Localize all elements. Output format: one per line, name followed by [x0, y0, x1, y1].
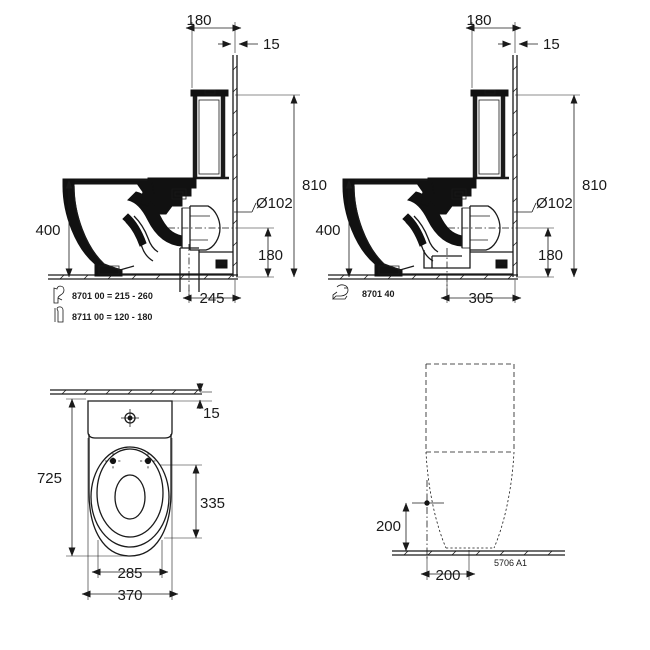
dim-label-outlet-diameter: Ø102 — [256, 195, 293, 212]
dim-diameter-102-right-view: Ø102 — [514, 195, 573, 213]
dim-label-seat-height: 400 — [35, 222, 60, 239]
dim-285-plan-view: 285 — [91, 540, 169, 582]
dim-label-seat-height-right: 400 — [315, 222, 340, 239]
dim-810-left-view: 810 — [235, 94, 327, 278]
wall-strip-plan-view — [50, 389, 202, 395]
dim-370-plan-view: 370 — [81, 438, 179, 604]
dim-label-supply-height: 200 — [376, 518, 401, 535]
dim-810-right-view: 810 — [515, 94, 607, 278]
wc-pan-left-view — [62, 177, 236, 296]
note-floor-connector-text: 8701 40 — [362, 289, 395, 299]
dim-15-plan-view: 15 — [172, 383, 220, 422]
dim-label-outlet-diameter-right: Ø102 — [536, 195, 573, 212]
dim-180-top-left-view: 180 — [185, 12, 242, 88]
p-trap-connector-icon — [53, 285, 65, 304]
dim-label-seat-length: 335 — [200, 495, 225, 512]
wall-line-left-view — [232, 55, 238, 277]
straight-connector-icon — [54, 306, 64, 323]
wall-line-right-view — [512, 55, 518, 277]
dim-400-left-view: 400 — [35, 179, 73, 278]
note-p-trap-connector: 8701 00 = 215 - 260 — [53, 285, 153, 304]
view-front: 200 200 5706 A1 — [376, 363, 565, 584]
supply-connection-centre-mark — [412, 480, 444, 560]
floor-line-right-view — [328, 274, 518, 280]
floor-connector-icon — [332, 284, 349, 300]
dim-180-outlet-right-view: 180 — [516, 227, 563, 278]
dim-180-outlet-left-view: 180 — [236, 227, 283, 278]
view-side-left: 180 15 810 400 Ø102 — [35, 12, 327, 323]
dim-label-wall-offset-right: 15 — [543, 36, 560, 53]
fixing-hole-centre-mark — [105, 453, 121, 469]
cistern-right-view — [470, 89, 509, 180]
wc-pan-right-view — [342, 177, 516, 300]
dim-725-plan-view: 725 — [37, 398, 130, 557]
note-straight-connector: 8711 00 = 120 - 180 — [54, 306, 152, 323]
note-p-trap-text: 8701 00 = 215 - 260 — [72, 291, 153, 301]
dim-label-wall-offset: 15 — [263, 36, 280, 53]
dim-15-top-left-view: 15 — [218, 36, 280, 53]
dim-15-top-right-view: 15 — [498, 36, 560, 53]
dim-label-total-height: 810 — [302, 177, 327, 194]
dim-180-top-right-view: 180 — [465, 12, 522, 88]
dim-245-left-view: 245 — [182, 280, 242, 307]
note-floor-connector: 8701 40 — [332, 284, 395, 300]
floor-line-front-view — [392, 550, 565, 556]
dim-label-wall-gap: 15 — [203, 405, 220, 422]
note-straight-text: 8711 00 = 120 - 180 — [72, 312, 152, 322]
dim-label-outlet-projection-right: 305 — [468, 290, 493, 307]
fixing-hole-centre-mark — [140, 453, 156, 469]
dim-label-total-length: 725 — [37, 470, 62, 487]
dim-label-outlet-projection: 245 — [199, 290, 224, 307]
dim-label-outlet-centre-height: 180 — [258, 247, 283, 264]
dim-label-cistern-width: 370 — [117, 587, 142, 604]
dim-label-total-height-right: 810 — [582, 177, 607, 194]
flush-button-centre-mark — [121, 409, 139, 427]
cistern-left-view — [190, 89, 229, 180]
dim-label-supply-offset: 200 — [435, 567, 460, 584]
view-side-right: 180 15 810 400 Ø102 180 — [315, 12, 607, 307]
dim-label-outlet-centre-height-right: 180 — [538, 247, 563, 264]
dim-200-vertical-front-view: 200 — [376, 502, 410, 552]
dim-label-cistern-depth-right: 180 — [466, 12, 491, 29]
dim-label-cistern-depth: 180 — [186, 12, 211, 29]
dim-200-horizontal-front-view: 200 — [420, 550, 476, 584]
drawing-number-label: 5706 A1 — [494, 558, 527, 568]
dim-335-plan-view: 335 — [160, 464, 225, 539]
view-plan: 15 725 335 285 370 — [37, 383, 225, 604]
dim-label-bowl-width: 285 — [117, 565, 142, 582]
dim-305-right-view: 305 — [440, 280, 522, 307]
dim-400-right-view: 400 — [315, 179, 353, 278]
dim-diameter-102-left-view: Ø102 — [234, 195, 293, 213]
floor-line-left-view — [48, 274, 238, 280]
pan-outline-front-view — [425, 363, 515, 549]
